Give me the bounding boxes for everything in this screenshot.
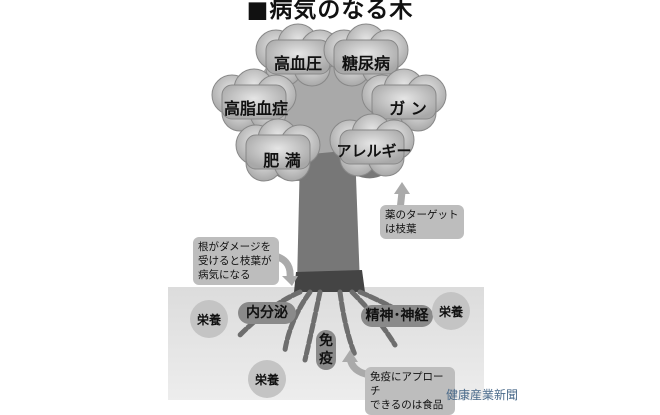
disease-diabetes: 糖尿病 [341, 54, 390, 73]
note-line: 薬のターゲット [385, 209, 459, 221]
diagram-title: ■病気のなる木 [246, 0, 414, 23]
disease-hyperlipidemia: 高脂血症 [223, 99, 288, 118]
note-line: 病気になる [198, 269, 251, 281]
note-line: できるのは食品 [370, 399, 444, 411]
note-drug-target: 薬のターゲット は枝葉 [380, 205, 464, 239]
immunity-char: 疫 [319, 351, 333, 367]
note-line: 根がダメージを [198, 241, 271, 253]
disease-obesity: 肥 満 [263, 151, 301, 170]
immunity-char: 免 [319, 333, 333, 349]
root-immunity: 免 疫 [316, 330, 336, 370]
credit-text: 健康産業新聞 [446, 388, 519, 402]
note-line: は枝葉 [385, 223, 417, 235]
note-line: 受けると枝葉が [198, 255, 272, 267]
nutrition-circle: 栄養 [190, 300, 228, 338]
disease-cancer: ガ ン [389, 99, 427, 118]
tree-illustration [211, 23, 447, 379]
note-root-damage: 根がダメージを 受けると枝葉が 病気になる [193, 237, 279, 285]
note-immunity-food: 免疫にアプローチ できるのは食品 [365, 367, 455, 415]
root-nerve: 精神･神経 [361, 305, 433, 327]
root-endocrine: 内分泌 [238, 302, 296, 324]
disease-allergy: アレルギー [336, 142, 412, 160]
disease-hypertension: 高血圧 [273, 54, 322, 73]
nutrition-circle: 栄養 [248, 360, 286, 398]
note-line: 免疫にアプローチ [370, 371, 444, 397]
nutrition-circle: 栄養 [432, 292, 470, 330]
